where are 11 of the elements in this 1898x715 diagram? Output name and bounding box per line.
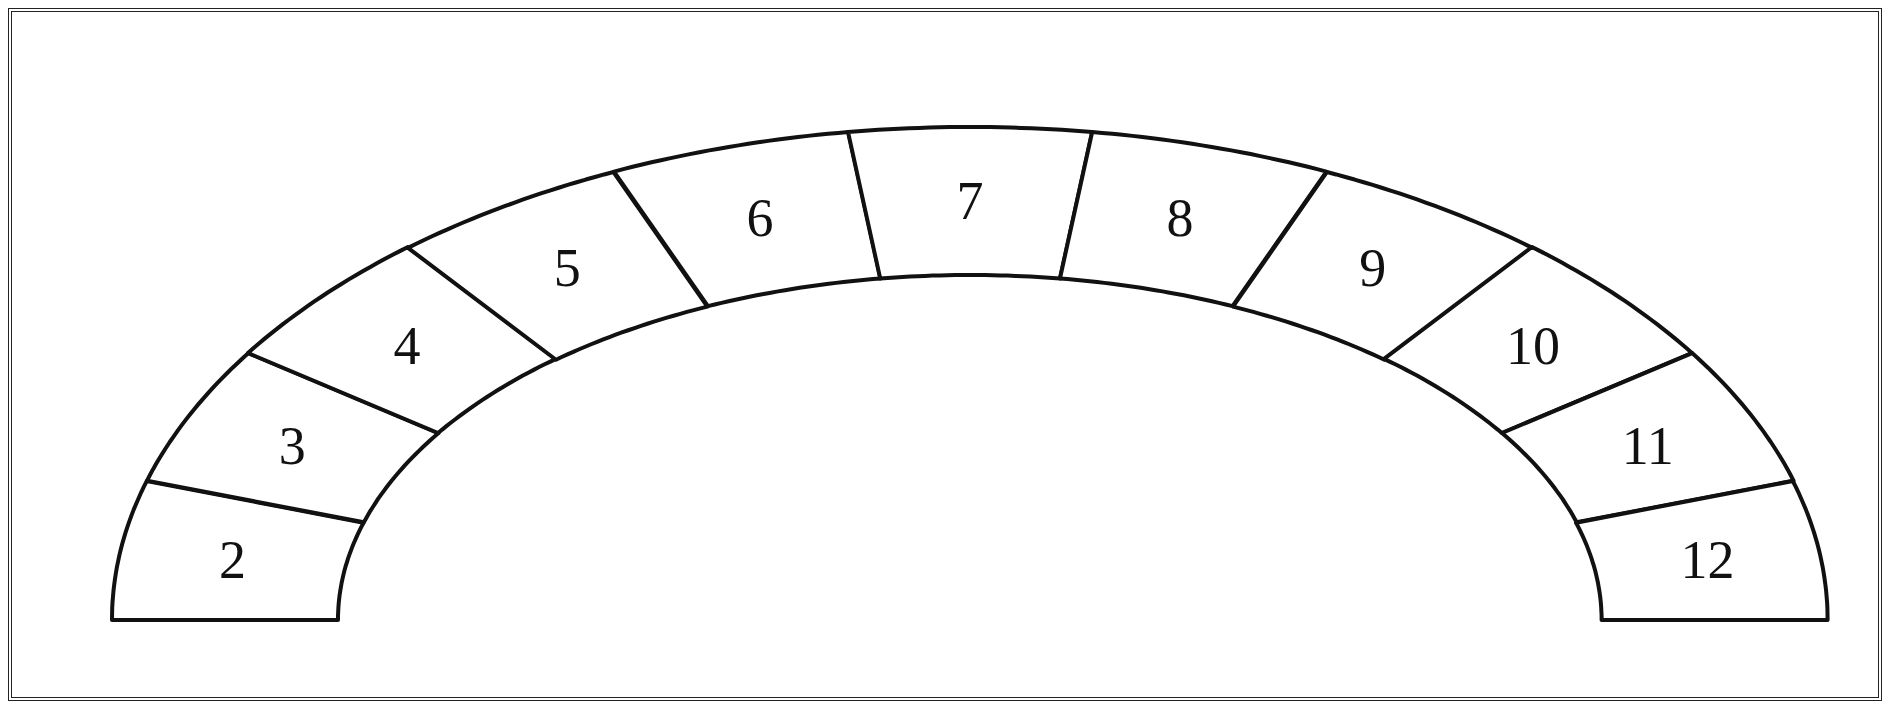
stone-number: 11	[1621, 418, 1674, 473]
stone-number: 10	[1506, 318, 1560, 373]
stone-number: 2	[219, 533, 247, 588]
stone-number: 8	[1166, 190, 1194, 245]
stone-number: 4	[393, 318, 421, 373]
stone-number: 9	[1359, 240, 1387, 295]
stone-number: 6	[746, 190, 774, 245]
stone-number: 12	[1680, 533, 1735, 588]
stone-number: 7	[956, 174, 984, 228]
stone-number: 5	[553, 240, 581, 295]
stone-number: 3	[278, 418, 306, 473]
